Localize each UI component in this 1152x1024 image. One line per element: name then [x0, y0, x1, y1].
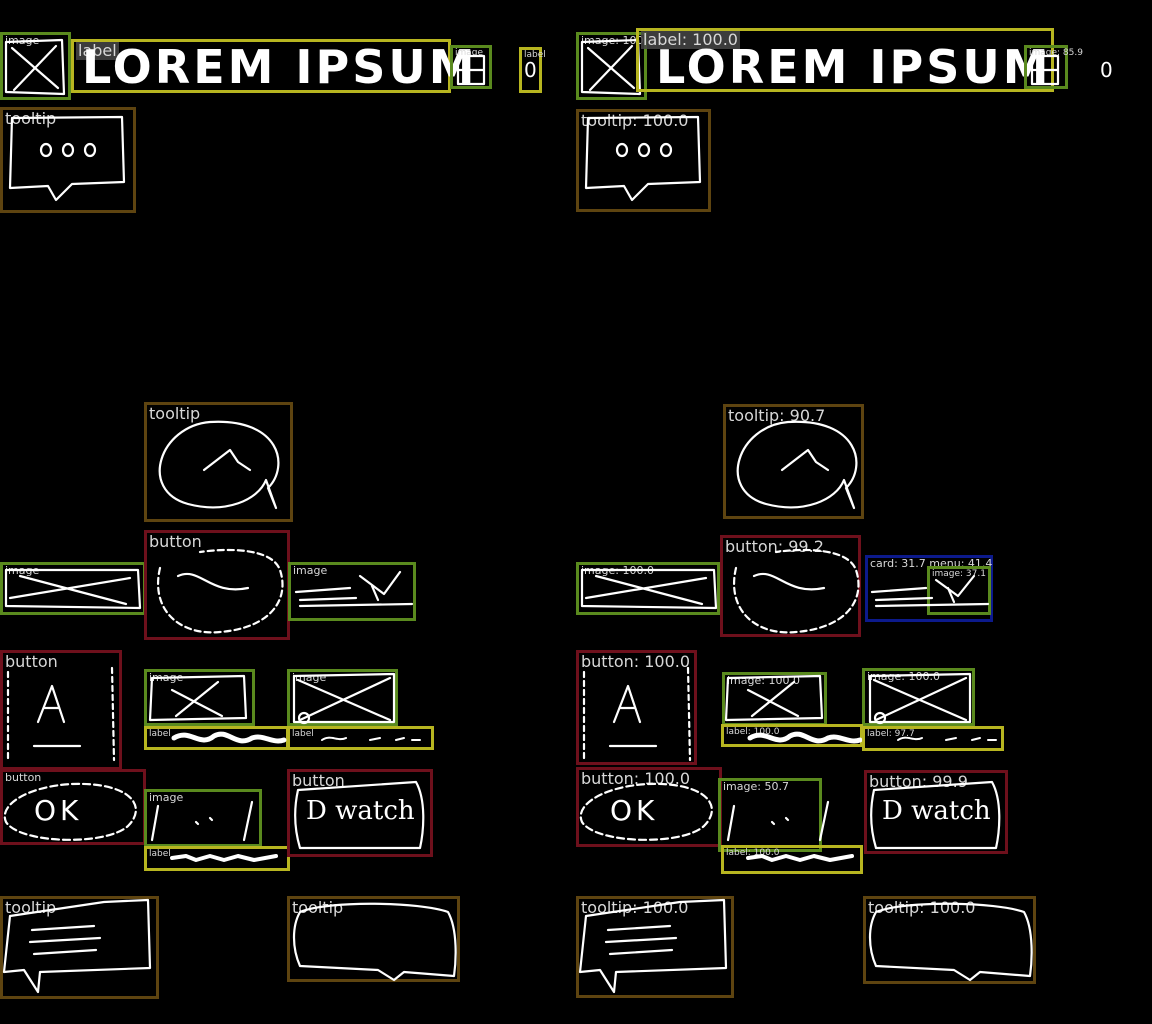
- box-label: label: 100.0: [641, 30, 740, 50]
- button-ok-sketch: [3, 782, 137, 841]
- image-arrows-box: image: 37.1: [927, 566, 991, 615]
- tooltip-q-box: tooltip: 90.7: [723, 404, 864, 519]
- button-ok-sketch: [579, 782, 713, 841]
- image-mid1-sketch: [724, 674, 824, 722]
- tooltip-q-box: tooltip: [144, 402, 293, 522]
- box-label: tooltip: 100.0: [581, 111, 689, 130]
- button-a-sketch: [6, 666, 116, 762]
- button-watch-sketch: [294, 780, 425, 850]
- label-low-scribble: [170, 854, 278, 862]
- label-mid2-box: label: 97.7: [862, 726, 1004, 751]
- image-small-box: image: 85.9: [1024, 45, 1083, 89]
- box-label: label: [76, 41, 119, 61]
- tooltip-lines-box: tooltip: [0, 896, 159, 999]
- box-label: image: 100.0: [867, 670, 940, 683]
- image-small-sketch: [1030, 54, 1060, 86]
- zero-sketch-text: 0: [524, 58, 537, 82]
- button-a-sketch: [582, 666, 692, 762]
- button-ok-sketch-text: OK: [34, 794, 83, 827]
- image-small-box: image: [450, 45, 492, 89]
- button-big-sketch: [733, 548, 860, 634]
- box-label: image: [455, 48, 484, 58]
- label-mid2-scribble: [897, 736, 997, 741]
- image-low-box: image: [144, 789, 262, 847]
- box-label: tooltip: [5, 898, 57, 917]
- image-arrows-sketch: [294, 570, 414, 608]
- zero-sketch-text: 0: [1100, 58, 1113, 82]
- image-wide-sketch: [4, 568, 142, 610]
- box-label: image: 85.9: [1029, 48, 1083, 58]
- box-label: image: 37.1: [932, 569, 986, 579]
- button-watch-sketch: [870, 780, 1001, 850]
- tooltip-q-sketch: [736, 420, 858, 510]
- image-mid2-sketch: [868, 672, 972, 725]
- ground-truth-panel: image label LOREM IPSUM image label 0 to…: [0, 32, 546, 999]
- box-label: button: 100.0: [581, 652, 691, 671]
- box-label: button: [5, 771, 42, 784]
- button-big-sketch: [157, 548, 284, 634]
- box-label: image: [293, 564, 328, 577]
- button-a-box: button: [0, 650, 122, 770]
- image-mid1-sketch: [148, 674, 248, 722]
- box-label: button: [292, 771, 345, 790]
- image-sketch: [580, 38, 642, 96]
- image-low-box: image: 50.7: [718, 778, 822, 852]
- button-watch-sketch-text: D watch: [882, 796, 991, 826]
- tooltip-empty-sketch: [292, 902, 457, 982]
- box-label: button: [149, 532, 202, 551]
- image-sketch: [4, 38, 66, 96]
- box-label: tooltip: 90.7: [728, 406, 826, 425]
- box-label: tooltip: [149, 404, 201, 423]
- tooltip-empty-sketch: [868, 902, 1033, 982]
- image-mid2-box: image: 100.0: [862, 668, 975, 726]
- label-mid1-scribble: [171, 731, 287, 744]
- box-label: label: [149, 729, 171, 739]
- box-label: label: [524, 50, 546, 60]
- box-label: image: [149, 791, 184, 804]
- image-arrows-box: image: [288, 562, 416, 621]
- title-sketch-text: LOREM IPSUM: [656, 40, 1052, 94]
- button-watch-sketch-text: D watch: [306, 796, 415, 826]
- label-low-box: label: [144, 846, 290, 871]
- image-low-sketch: [726, 800, 830, 842]
- box-label: label: 97.7: [867, 729, 915, 739]
- image-wide-sketch: [580, 568, 718, 610]
- image-mid2-sketch: [292, 672, 396, 725]
- label-mid1-scribble: [747, 731, 863, 744]
- title-sketch-text: LOREM IPSUM: [82, 40, 478, 94]
- box-label: label: [149, 849, 171, 859]
- label-low-box: label: 100.0: [721, 845, 863, 874]
- tooltip-lines-sketch: [578, 898, 728, 994]
- box-label: button: 99.2: [725, 537, 824, 556]
- tooltip-dots-sketch: [8, 115, 126, 202]
- tooltip-dots-box: tooltip: 100.0: [576, 109, 711, 212]
- image-low-sketch: [150, 800, 254, 842]
- label-low-scribble: [746, 854, 854, 862]
- image-arrows-sketch: [870, 574, 990, 608]
- box-label: label: 100.0: [726, 727, 780, 737]
- prediction-panel: image: 100 label: 100.0 LOREM IPSUM imag…: [576, 0, 1152, 1024]
- box-label: label: [292, 729, 314, 739]
- button-watch-box: button: [287, 769, 433, 857]
- button-ok-sketch-text: OK: [610, 794, 659, 827]
- tooltip-dots-sketch: [584, 115, 702, 202]
- tooltip-lines-sketch: [2, 898, 152, 994]
- box-label: image: 50.7: [723, 780, 789, 793]
- button-a-box: button: 100.0: [576, 650, 697, 765]
- box-label: label: 100.0: [726, 848, 780, 858]
- label-mid2-box: label: [287, 726, 434, 750]
- box-label: button: [5, 652, 58, 671]
- label-mid1-box: label: 100.0: [721, 724, 863, 747]
- label-mid2-scribble: [321, 736, 421, 741]
- image-small-sketch: [456, 54, 486, 86]
- title-label-box: label: 100.0: [636, 28, 1054, 92]
- title-label-box: label: [71, 39, 451, 93]
- zero-label-box: label: [519, 47, 546, 93]
- tooltip-q-sketch: [158, 420, 280, 510]
